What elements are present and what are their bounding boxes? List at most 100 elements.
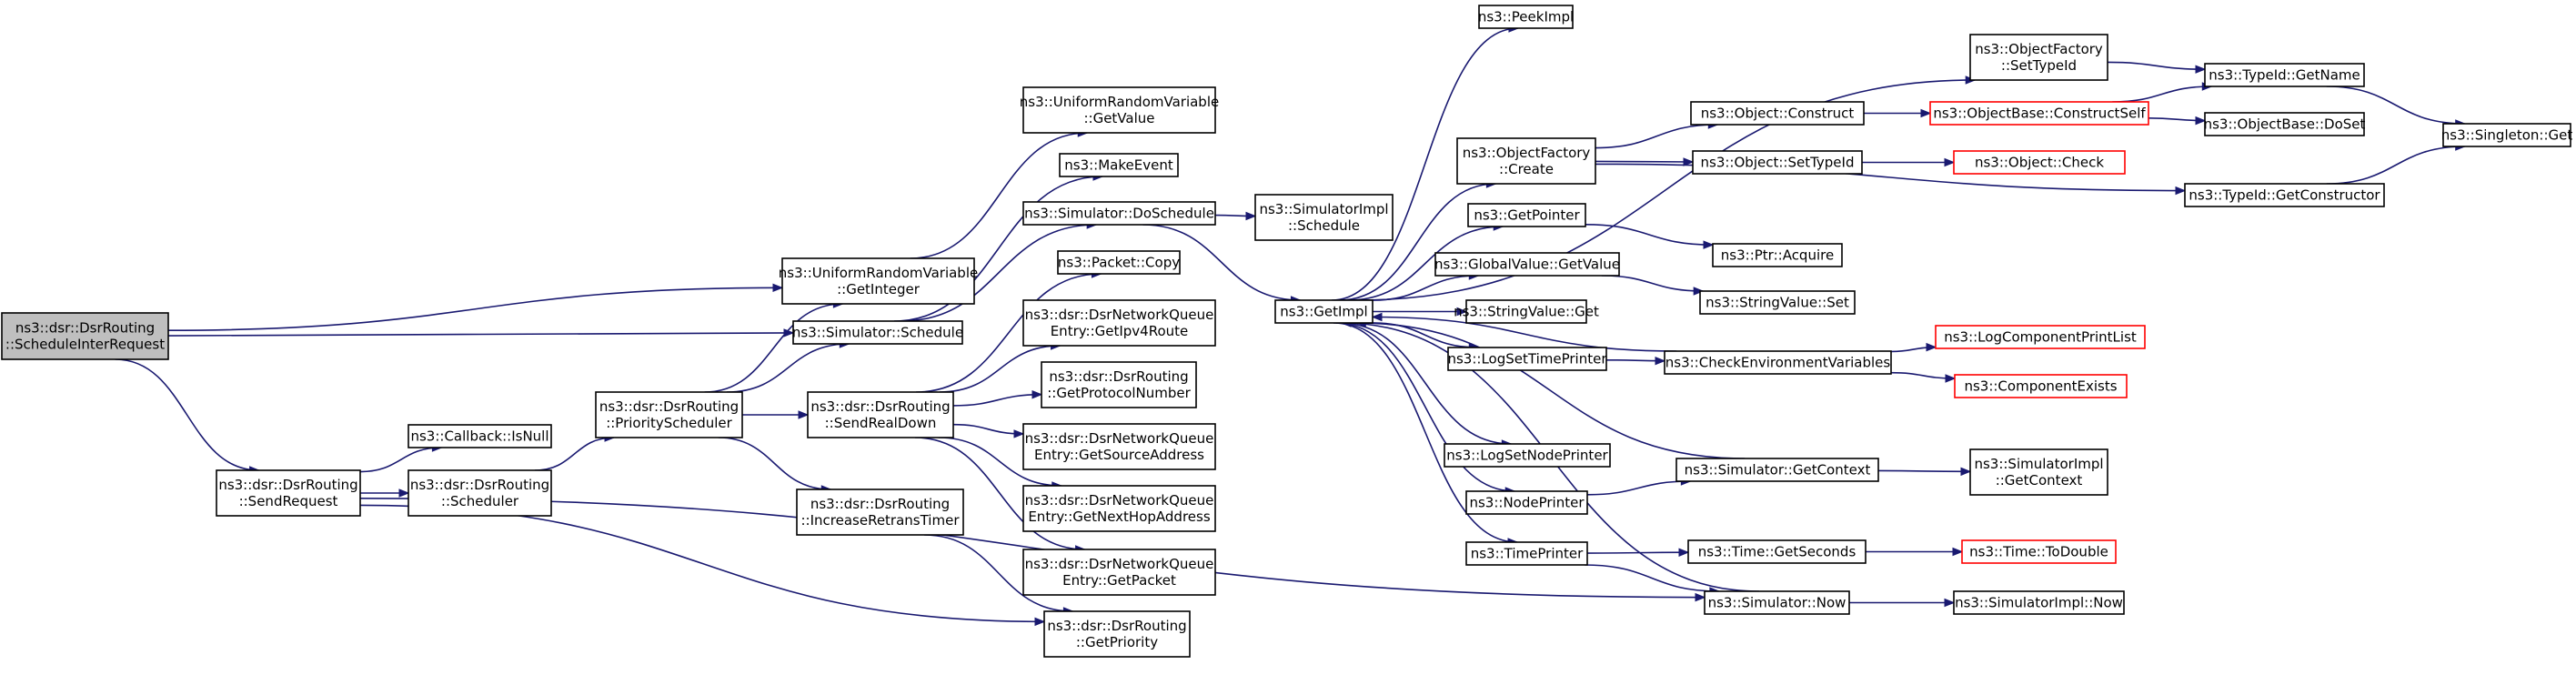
node-checkenv[interactable]: ns3::CheckEnvironmentVariables	[1664, 350, 1892, 375]
node-priosched[interactable]: ns3::dsr::DsrRouting::PriorityScheduler	[595, 391, 743, 438]
node-ptracquire[interactable]: ns3::Ptr::Acquire	[1712, 243, 1843, 267]
node-doschedule[interactable]: ns3::Simulator::DoSchedule	[1022, 201, 1216, 226]
node-svset[interactable]: ns3::StringValue::Set	[1699, 290, 1856, 315]
node-objcheck[interactable]: ns3::Object::Check	[1953, 150, 2126, 175]
node-getproto[interactable]: ns3::dsr::DsrRouting::GetProtocolNumber	[1041, 361, 1197, 408]
node-objsettypeid[interactable]: ns3::Object::SetTypeId	[1692, 150, 1863, 175]
node-implnow[interactable]: ns3::SimulatorImpl::Now	[1953, 590, 2125, 615]
node-label: ns3::Object::SetTypeId	[1701, 155, 1855, 171]
node-gvgetvalue[interactable]: ns3::GlobalValue::GetValue	[1434, 252, 1620, 277]
node-todouble[interactable]: ns3::Time::ToDouble	[1961, 539, 2117, 564]
node-pktcopy[interactable]: ns3::Packet::Copy	[1057, 250, 1181, 275]
node-peekimpl[interactable]: ns3::PeekImpl	[1478, 5, 1574, 29]
call-edge	[167, 287, 783, 331]
call-edge	[1372, 322, 1479, 348]
call-edge	[1877, 469, 1971, 473]
node-scheduler[interactable]: ns3::dsr::DsrRouting::Scheduler	[408, 469, 552, 517]
node-getseconds[interactable]: ns3::Time::GetSeconds	[1687, 539, 1867, 564]
node-box	[1954, 374, 2128, 398]
edge-arrowhead	[1655, 356, 1666, 366]
node-simnow[interactable]: ns3::Simulator::Now	[1704, 590, 1850, 615]
node-label: ns3::ObjectBase::DoSet	[2204, 116, 2366, 133]
node-sim-schedule[interactable]: ns3::Simulator::Schedule	[792, 320, 963, 345]
node-constructself[interactable]: ns3::ObjectBase::ConstructSelf	[1929, 101, 2149, 126]
node-obdoset[interactable]: ns3::ObjectBase::DoSet	[2204, 112, 2366, 136]
node-ofsettypeid[interactable]: ns3::ObjectFactory::SetTypeId	[1969, 34, 2108, 81]
call-edge	[1595, 160, 1694, 163]
node-box	[1478, 5, 1574, 29]
call-edge	[1332, 27, 1518, 301]
node-getpriority[interactable]: ns3::dsr::DsrRouting::GetPriority	[1043, 610, 1191, 658]
node-box	[1699, 290, 1856, 315]
node-singletonget[interactable]: ns3::Singleton::Get	[2441, 123, 2573, 147]
node-incretrans[interactable]: ns3::dsr::DsrRouting::IncreaseRetransTim…	[796, 489, 964, 536]
node-schedinter[interactable]: ns3::dsr::DsrRouting::ScheduleInterReque…	[1, 312, 169, 360]
node-svget[interactable]: ns3::StringValue::Get	[1454, 299, 1599, 324]
node-label: ns3::dsr::DsrNetworkQueue	[1025, 556, 1214, 572]
node-label: ns3::Packet::Copy	[1058, 255, 1180, 271]
edge-arrowhead	[2175, 186, 2187, 196]
node-ofcreate[interactable]: ns3::ObjectFactory::Create	[1456, 137, 1596, 185]
call-edge	[1347, 226, 1504, 301]
node-box	[1969, 34, 2108, 81]
edge-arrowhead	[1952, 547, 1964, 557]
node-box	[1447, 347, 1607, 371]
node-box	[1059, 153, 1179, 177]
node-label: ns3::Callback::IsNull	[410, 428, 548, 445]
node-box	[1041, 361, 1197, 408]
call-edge	[1586, 480, 1691, 496]
call-edge	[2107, 61, 2206, 70]
node-getsrc[interactable]: ns3::dsr::DsrNetworkQueueEntry::GetSourc…	[1022, 423, 1216, 470]
node-box	[408, 424, 552, 448]
edge-arrowhead	[1944, 157, 1956, 167]
node-label: ::GetPriority	[1076, 634, 1158, 650]
node-implschedule[interactable]: ns3::SimulatorImpl::Schedule	[1254, 194, 1394, 241]
node-getipv4[interactable]: ns3::dsr::DsrNetworkQueueEntry::GetIpv4R…	[1022, 299, 1216, 347]
node-timeprinter[interactable]: ns3::TimePrinter	[1465, 541, 1588, 566]
node-label: ns3::Object::Check	[1975, 155, 2104, 171]
node-implgetctx[interactable]: ns3::SimulatorImpl::GetContext	[1969, 448, 2108, 496]
node-typeidgetname[interactable]: ns3::TypeId::GetName	[2204, 63, 2365, 87]
node-uniget-int[interactable]: ns3::UniformRandomVariable::GetInteger	[779, 257, 978, 305]
node-cb-isnull[interactable]: ns3::Callback::IsNull	[408, 424, 552, 448]
call-edge	[359, 447, 442, 473]
node-label: ns3::TimePrinter	[1471, 546, 1584, 562]
node-compexists[interactable]: ns3::ComponentExists	[1954, 374, 2128, 398]
node-label: ns3::LogSetNodePrinter	[1446, 448, 1608, 464]
node-box	[216, 469, 361, 517]
node-logsetnode[interactable]: ns3::LogSetNodePrinter	[1444, 443, 1611, 468]
node-label: ::SetTypeId	[2001, 57, 2077, 74]
call-edge	[924, 534, 1073, 612]
call-edge	[1335, 322, 1515, 492]
call-edge	[938, 437, 1062, 487]
node-label: ns3::PeekImpl	[1478, 9, 1574, 25]
node-getpointer[interactable]: ns3::GetPointer	[1467, 203, 1586, 227]
node-sendrealdown[interactable]: ns3::dsr::DsrRouting::SendRealDown	[807, 391, 954, 438]
node-getcontext[interactable]: ns3::Simulator::GetContext	[1675, 458, 1879, 482]
node-logsettime[interactable]: ns3::LogSetTimePrinter	[1447, 347, 1607, 371]
node-objconstruct[interactable]: ns3::Object::Construct	[1690, 101, 1865, 126]
call-edge	[718, 437, 831, 490]
node-label: ns3::GlobalValue::GetValue	[1434, 257, 1620, 273]
call-edge	[1340, 322, 1512, 445]
node-getpacket[interactable]: ns3::dsr::DsrNetworkQueueEntry::GetPacke…	[1022, 549, 1216, 596]
node-label: ns3::dsr::DsrNetworkQueue	[1025, 492, 1214, 509]
node-logcomplist[interactable]: ns3::LogComponentPrintList	[1935, 325, 2146, 349]
node-label: ns3::UniformRandomVariable	[779, 265, 978, 281]
node-uniget-val[interactable]: ns3::UniformRandomVariable::GetValue	[1020, 86, 1219, 134]
node-sendrequest[interactable]: ns3::dsr::DsrRouting::SendRequest	[216, 469, 361, 517]
node-box	[2204, 112, 2365, 136]
node-nodeprinter[interactable]: ns3::NodePrinter	[1465, 490, 1588, 515]
edge-arrowhead	[2195, 65, 2207, 74]
edge-arrowhead	[1920, 108, 1932, 118]
node-getimpl[interactable]: ns3::GetImpl	[1274, 299, 1374, 324]
edge-arrowhead	[1695, 592, 1706, 602]
node-getnexthop[interactable]: ns3::dsr::DsrNetworkQueueEntry::GetNextH…	[1022, 485, 1216, 532]
node-label: ns3::TypeId::GetName	[2209, 67, 2360, 84]
node-typeidgetctor[interactable]: ns3::TypeId::GetConstructor	[2184, 183, 2385, 207]
node-label: ns3::dsr::DsrRouting	[810, 496, 950, 512]
node-label: ns3::dsr::DsrRouting	[599, 398, 739, 415]
node-makeevent[interactable]: ns3::MakeEvent	[1059, 153, 1179, 177]
node-label: ns3::UniformRandomVariable	[1020, 94, 1219, 110]
